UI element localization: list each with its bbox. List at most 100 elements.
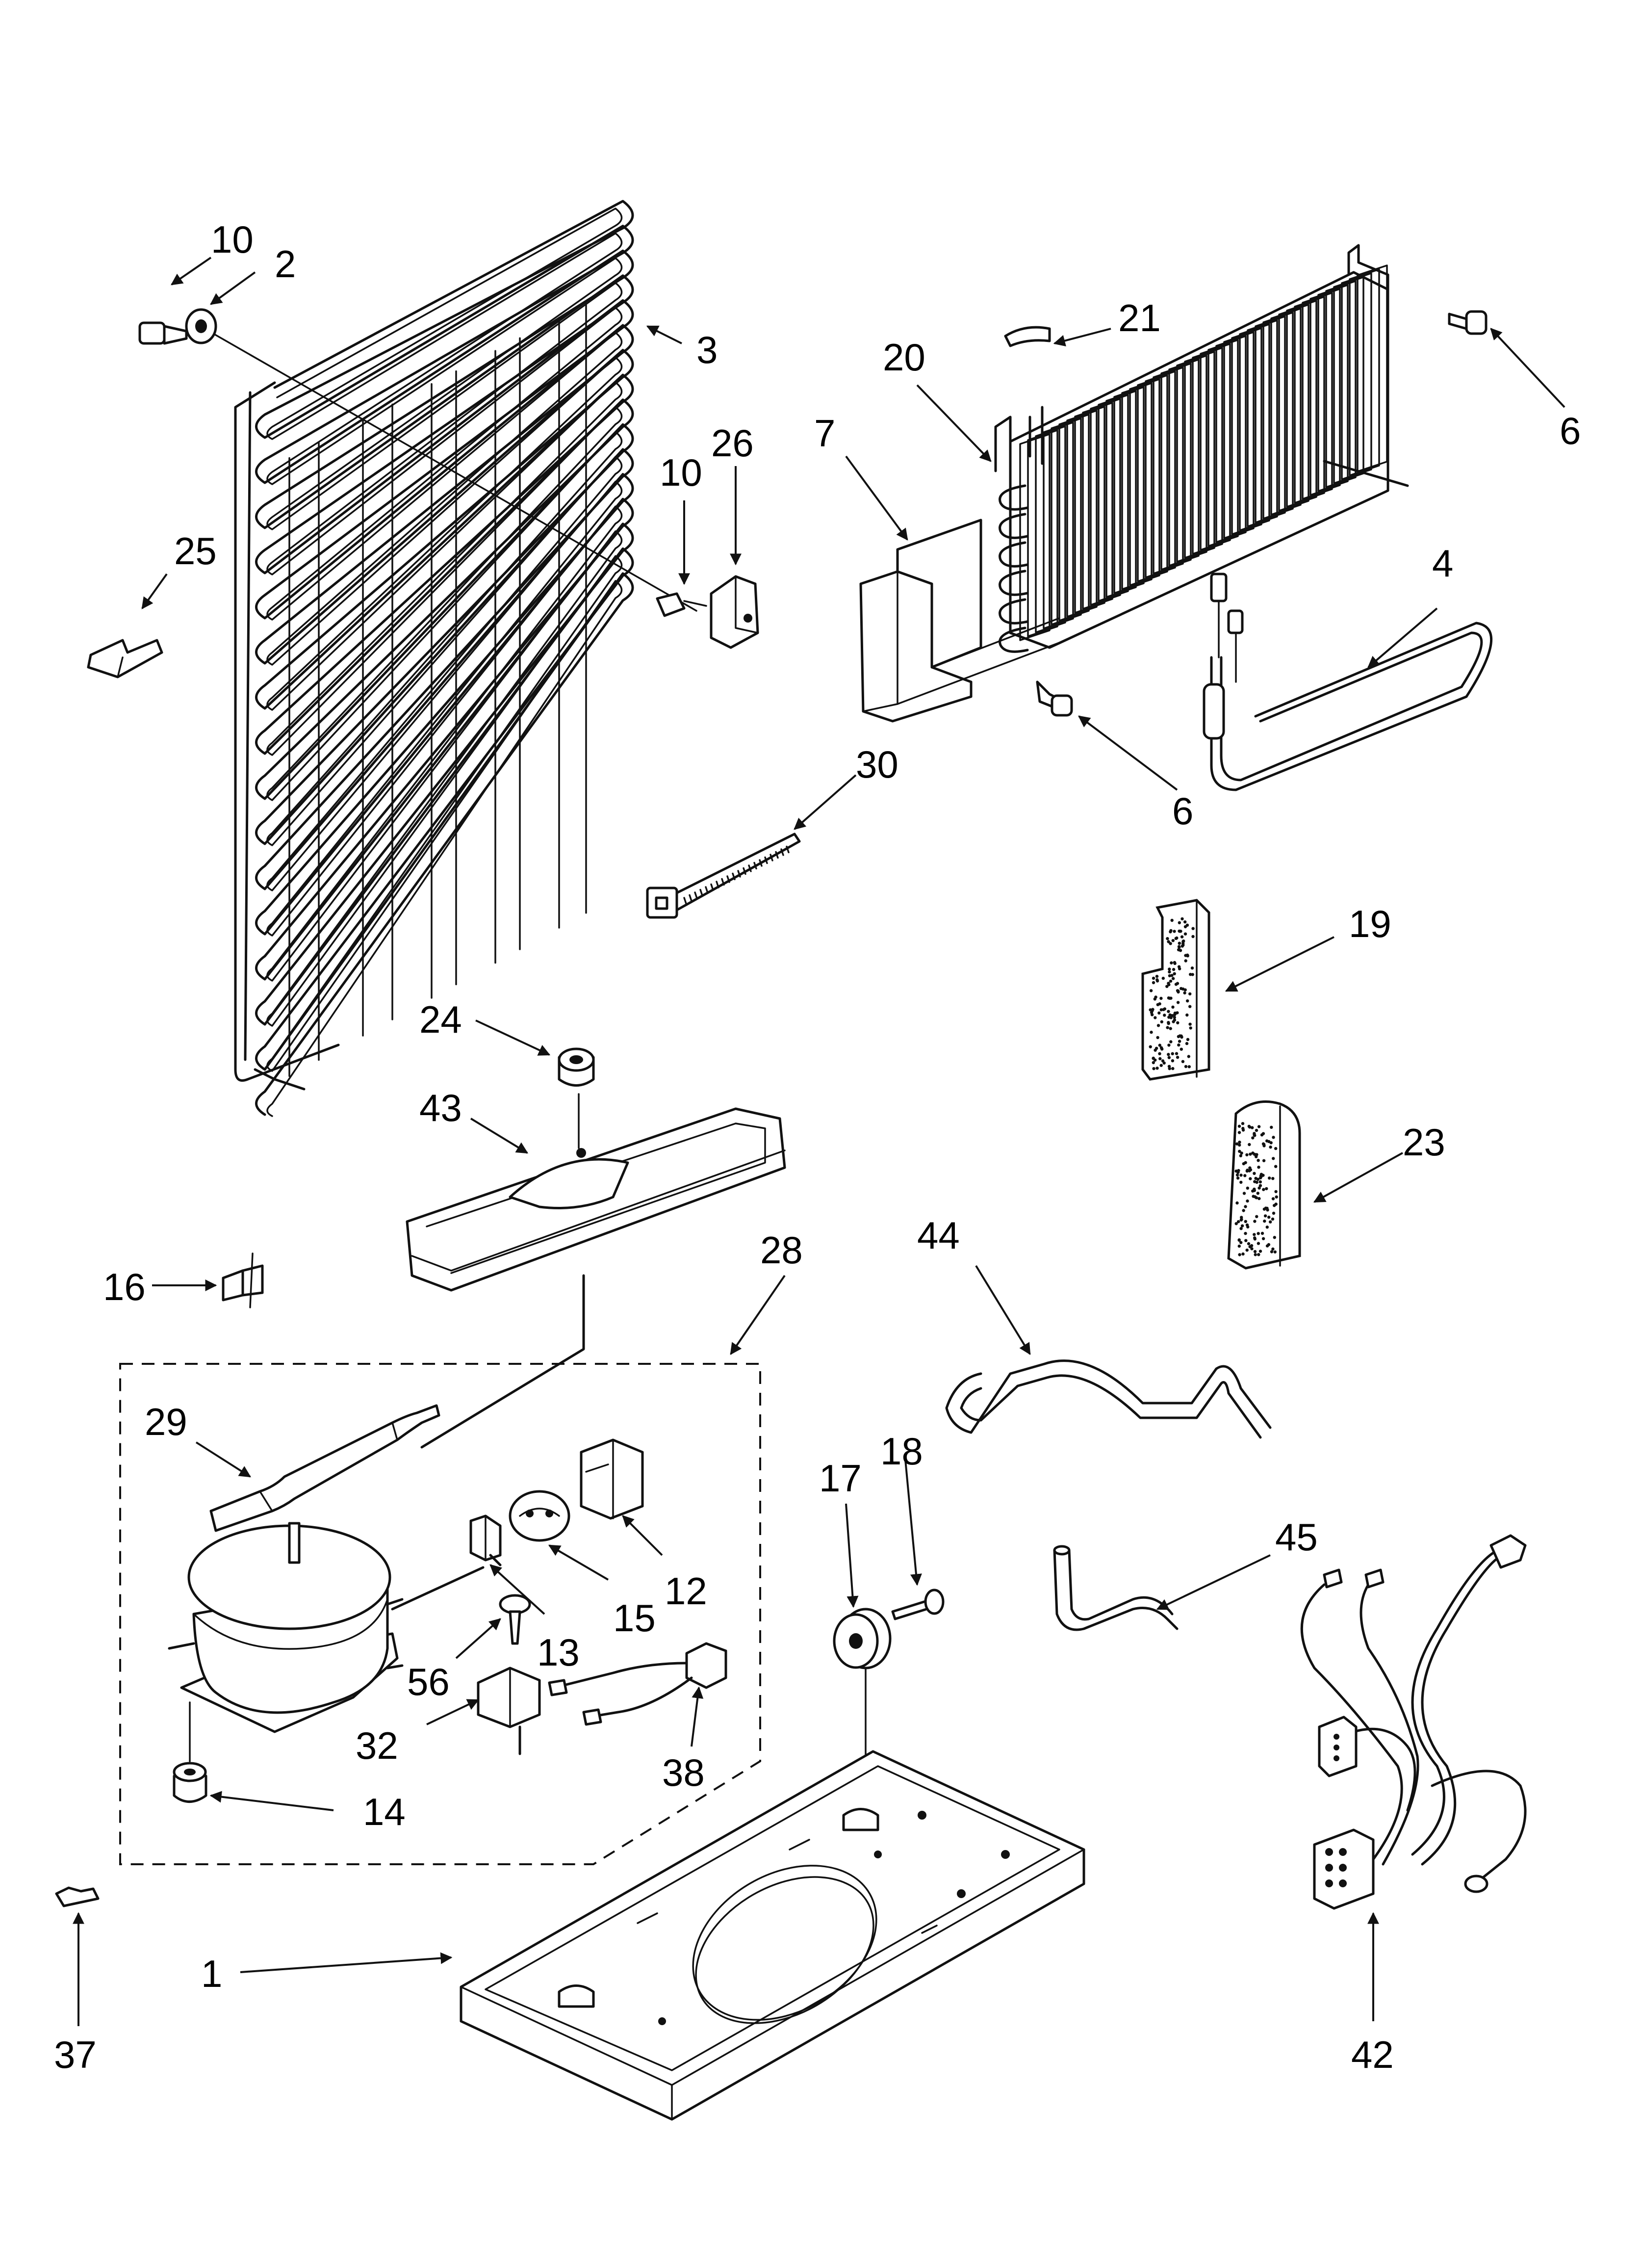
capacitor-32 [477,1667,541,1755]
evap-fin [1317,284,1349,492]
callout-26: 26 [711,421,754,465]
foam-dot [1251,1136,1255,1140]
foam-dot [1257,1197,1261,1200]
evap-fin [1121,382,1153,590]
foam-dot [1239,1227,1243,1230]
foam-dot [1243,1174,1247,1177]
callout-1: 1 [201,1952,222,1995]
evap-fin [1168,359,1200,567]
foam-dot [1156,1003,1159,1006]
foam-dot [1239,1241,1243,1244]
tie-tooth [699,888,703,897]
foam-dot [1167,940,1170,943]
foam-dot [1253,1250,1257,1253]
foam-dot [1171,1067,1175,1070]
evaporator [859,244,1409,723]
evap-fin [1058,414,1090,622]
foam-dot [1274,1202,1278,1206]
tie-tooth [716,881,719,888]
evap-fin [1035,425,1066,633]
foam-dot [1271,1177,1275,1180]
foam-dot [1247,1242,1251,1246]
foam-dot [1275,1195,1278,1199]
callout-21: 21 [1118,296,1161,339]
foam-dot [1158,1043,1161,1047]
evap-fin [1325,280,1357,488]
foam-dot [1191,973,1194,976]
callout-44: 44 [917,1214,960,1257]
cable-tie-30 [646,833,801,919]
foam-dot [1256,1177,1260,1181]
evap-fin [1239,323,1270,531]
foam-dot [1264,1206,1268,1210]
foam-dot [1186,999,1189,1003]
tie-tooth [710,883,714,891]
foam-dot [1171,1059,1175,1063]
foam-dot [1268,1176,1271,1180]
foam-dot [1178,1034,1182,1038]
foam-dot [1188,1005,1192,1008]
foam-dot [1270,1250,1274,1253]
callout-16: 16 [103,1265,146,1308]
callout-4: 4 [1432,542,1453,585]
foam-dot [1187,1055,1190,1058]
callout-29: 29 [145,1400,187,1443]
foam-dot [1238,1253,1241,1256]
foam-dot [1262,1159,1266,1162]
foam-dot [1262,1188,1265,1191]
foam-dot [1261,1237,1265,1240]
foam-dot [1169,929,1173,933]
foam-dot [1257,1232,1260,1235]
foam-dot [1174,937,1178,940]
foam-dot [1155,1067,1159,1070]
evap-fin [1270,308,1302,516]
foam-dot [1173,930,1176,933]
plug-pin [1334,1745,1339,1750]
foam-dot [1167,1053,1170,1056]
foam-dot [1184,959,1187,963]
foam-dot [1271,1197,1275,1200]
foam-dot [1235,1142,1239,1146]
foam-dot [1191,927,1195,930]
foam-dot [1274,1165,1278,1168]
evap-fin [1153,366,1184,574]
foam-dot [1245,1223,1249,1227]
foam-dot [1237,1124,1241,1128]
base-frame-1 [460,1750,1085,2121]
callout-20: 20 [883,336,925,379]
evap-fin [1215,335,1247,543]
foam-dot [1159,1064,1163,1067]
callout-23: 23 [1403,1121,1445,1164]
screw-6-top [1448,310,1488,335]
foam-dot [1267,1215,1271,1219]
evap-fin [1341,272,1372,480]
foam-dot [1183,991,1186,995]
evap-fin [1200,343,1231,551]
foam-dot [1273,1236,1276,1239]
foam-dot [1181,943,1185,947]
foam-dot [1257,1125,1261,1128]
plug-pin [1339,1879,1347,1887]
callout-43: 43 [419,1086,462,1129]
tie-tooth [753,861,757,870]
foam-dot [1168,1067,1171,1070]
foam-dot [1187,1065,1191,1069]
screw-mid [656,592,707,617]
evap-fin [1262,312,1294,520]
tie-tooth [683,897,687,905]
foam-dot [1254,1253,1257,1256]
foam-dot [1190,966,1194,970]
foam-dot [1236,1220,1240,1224]
callout-45: 45 [1275,1515,1318,1559]
foam-dot [1176,1056,1180,1059]
foam-dot [1181,1060,1185,1063]
foam-dot [1159,1046,1163,1049]
foam-dot [1161,1059,1165,1063]
foam-dot [1244,1232,1247,1235]
bracket-26 [710,575,759,649]
foam-dot [1246,1169,1249,1172]
foam-dot [1183,932,1187,936]
foam-dot [1251,1151,1255,1155]
callout-17: 17 [819,1457,862,1500]
foam-dot [1154,1058,1157,1062]
